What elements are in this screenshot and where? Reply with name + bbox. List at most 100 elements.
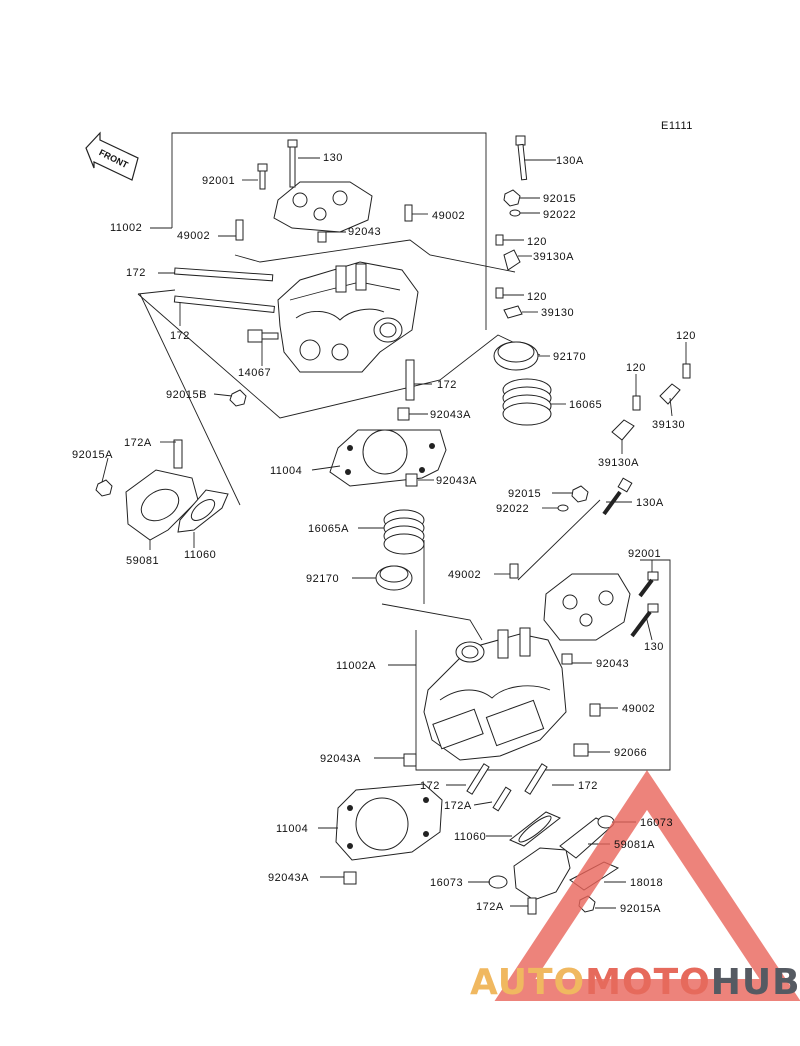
boot-16065A: [383, 509, 425, 555]
label-92015: 92015: [543, 193, 576, 205]
label-92015A: 92015A: [72, 449, 113, 461]
label-59081A: 59081A: [614, 839, 655, 851]
bracket-39130-right: [659, 383, 681, 405]
label-18018: 18018: [630, 877, 663, 889]
label-92001: 92001: [202, 175, 235, 187]
rear-head-frame: [137, 132, 541, 506]
label-172A: 172A: [124, 437, 152, 449]
label-11060: 11060: [454, 831, 486, 843]
front-head-frame: [381, 499, 671, 771]
label-16073: 16073: [640, 817, 673, 829]
label-120: 120: [626, 362, 646, 374]
watermark-triangle: [494, 770, 800, 1001]
label-92043: 92043: [596, 658, 629, 670]
label-39130A: 39130A: [533, 251, 574, 263]
plug-14067: [247, 329, 279, 343]
label-92066: 92066: [614, 747, 647, 759]
nut-92015-mid: [571, 485, 589, 503]
label-172: 172: [437, 379, 457, 391]
label-92022: 92022: [496, 503, 529, 515]
bracket-39130-top: [503, 305, 523, 319]
washer-92022-top: [509, 209, 521, 217]
label-49002: 49002: [177, 230, 210, 242]
label-92043A: 92043A: [430, 409, 471, 421]
front-arrow-icon: FRONT: [85, 131, 139, 181]
label-39130A: 39130A: [598, 457, 639, 469]
dowel-92043A-d: [343, 871, 357, 885]
label-130: 130: [644, 641, 664, 653]
bolt-130-front: [630, 603, 659, 638]
label-130A: 130A: [556, 155, 584, 167]
dowel-92043A-c: [403, 753, 417, 767]
washer-16073-left: [488, 875, 508, 889]
label-92170: 92170: [306, 573, 339, 585]
bolt-92001-front: [638, 571, 659, 598]
bracket-39130A-top: [503, 249, 521, 271]
label-11004: 11004: [270, 465, 302, 477]
watermark-moto: MOTO: [585, 962, 711, 1003]
nut-92015B: [229, 389, 247, 407]
label-92015: 92015: [508, 488, 541, 500]
label-172: 172: [126, 267, 146, 279]
label-92043A: 92043A: [268, 872, 309, 884]
bolt-92001: [257, 163, 268, 190]
label-11002: 11002: [110, 222, 142, 234]
part-labels: 130 92001 11002 49002 92043 49002 172 17…: [72, 152, 696, 915]
label-172A: 172A: [476, 901, 504, 913]
boot-16065: [502, 378, 552, 426]
label-92015B: 92015B: [166, 389, 207, 401]
gasket-11004-front: [335, 783, 443, 861]
watermark-auto: AUTO: [470, 962, 586, 1003]
gasket-11060-front: [509, 811, 561, 847]
watermark-logo: AUTOMOTOHUB: [470, 962, 800, 1003]
fitting-49002-a: [235, 219, 244, 241]
stud-172A-front: [527, 897, 537, 915]
intake-pipe-59081: [95, 439, 199, 541]
fitting-49002-c: [509, 563, 519, 579]
bolt-120-c: [632, 395, 641, 411]
front-cam-cap: [543, 573, 631, 641]
fitting-49002-d: [589, 703, 601, 717]
bolt-130A-mid: [602, 477, 633, 516]
fitting-49002-b: [404, 204, 413, 222]
label-11004: 11004: [276, 823, 308, 835]
label-92022: 92022: [543, 209, 576, 221]
label-11002A: 11002A: [336, 660, 376, 672]
clamp-92170-front: [375, 565, 413, 591]
label-92170: 92170: [553, 351, 586, 363]
nut-92015-top: [503, 189, 521, 207]
label-130: 130: [323, 152, 343, 164]
label-130A: 130A: [636, 497, 664, 509]
watermark-hub: HUB: [710, 962, 800, 1003]
label-172: 172: [578, 780, 598, 792]
bracket-39130A-right: [611, 419, 635, 441]
bolt-130: [287, 139, 298, 188]
label-120: 120: [527, 291, 547, 303]
label-92015A: 92015A: [620, 903, 661, 915]
studs-172-front: [466, 763, 548, 812]
label-49002: 49002: [622, 703, 655, 715]
dowel-92043-front: [561, 653, 573, 665]
seal-92066: [573, 743, 589, 757]
label-39130: 39130: [652, 419, 685, 431]
bolt-120-d: [682, 363, 691, 379]
bolt-130A-top: [515, 135, 528, 181]
dowel-92043: [317, 231, 327, 243]
label-120: 120: [676, 330, 696, 342]
label-172A: 172A: [444, 800, 472, 812]
dowel-92043A-a: [397, 407, 410, 421]
label-11060: 11060: [184, 549, 216, 561]
label-16065: 16065: [569, 399, 602, 411]
studs-172-rear: [173, 267, 276, 313]
bolt-120-b: [495, 287, 504, 299]
label-92043A: 92043A: [320, 753, 361, 765]
label-172: 172: [170, 330, 190, 342]
label-172: 172: [420, 780, 440, 792]
label-49002: 49002: [432, 210, 465, 222]
label-92043: 92043: [348, 226, 381, 238]
label-16073: 16073: [430, 877, 463, 889]
rear-cam-cap: [273, 181, 373, 233]
clamp-92170-rear: [493, 341, 539, 371]
front-cylinder-head: [423, 627, 567, 761]
